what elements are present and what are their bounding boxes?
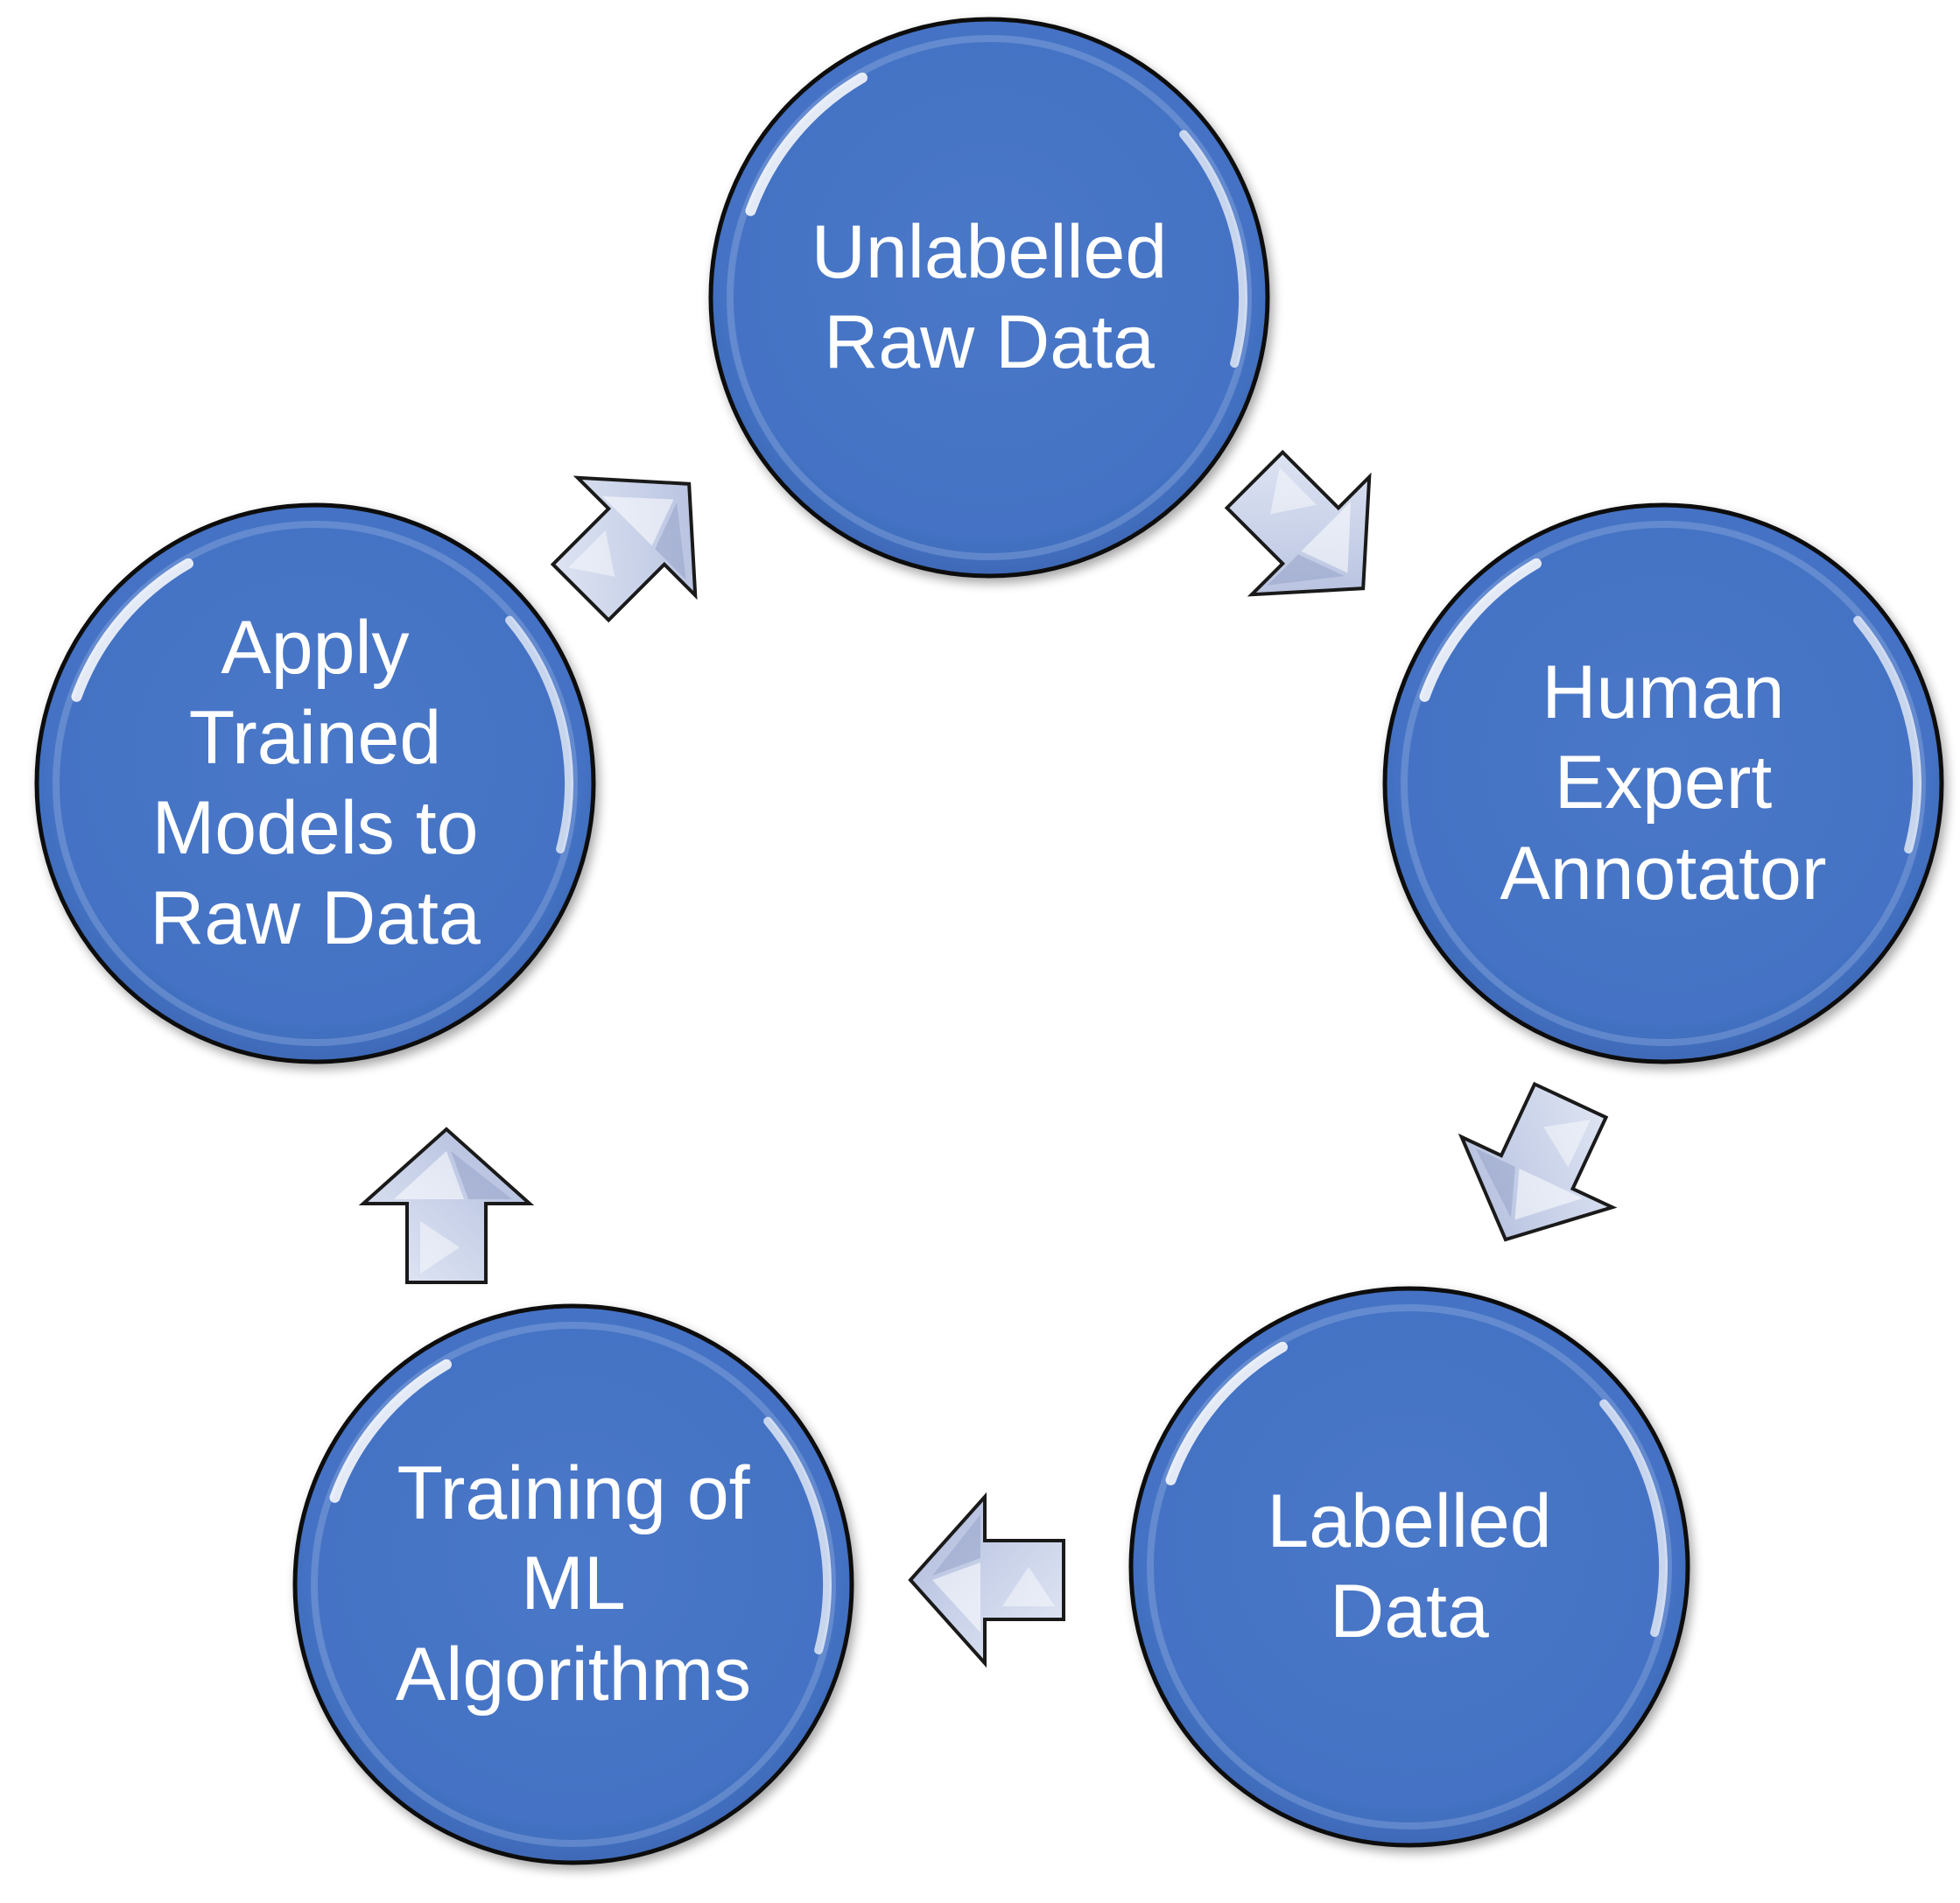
arrow-bevel-shadow	[451, 1151, 512, 1199]
node-circle	[292, 1303, 854, 1865]
node-apply-trained-models	[34, 502, 596, 1064]
arrow-up-right-icon	[550, 475, 698, 623]
node-shine	[1853, 615, 1921, 854]
arrow-labelled-to-training	[908, 1492, 1065, 1668]
arrow-down-right-icon	[1224, 449, 1372, 597]
arrow-up-icon	[358, 1127, 535, 1284]
node-human-expert-annotator	[1382, 502, 1944, 1064]
node-rim-highlight	[311, 1322, 836, 1847]
node-circle	[1382, 502, 1944, 1064]
arrow-bevel-shadow	[932, 1514, 980, 1576]
arrow-bevel-highlight	[1514, 1169, 1584, 1220]
arrow-unlabelled-to-annotator	[1224, 449, 1372, 597]
arrow-bevel-highlight	[420, 1221, 460, 1274]
node-shine	[1179, 130, 1247, 369]
node-training-of-ml-algorithms	[292, 1303, 854, 1865]
node-shine	[505, 615, 573, 854]
arrow-bevel-highlight	[1002, 1567, 1055, 1606]
arrow-bevel-highlight	[602, 495, 674, 546]
node-rim-highlight	[53, 521, 578, 1046]
arrow-training-to-apply	[358, 1127, 535, 1284]
arrow-bevel-highlight	[1301, 502, 1352, 573]
arrow-bevel-shadow	[1475, 1148, 1516, 1218]
node-shine	[1419, 558, 1542, 702]
arrow-left-icon	[908, 1492, 1065, 1668]
node-shine	[745, 72, 868, 216]
node-circle	[708, 17, 1270, 579]
node-circle	[1128, 1286, 1690, 1848]
arrow-bevel-shadow	[655, 502, 686, 580]
arrow-bevel-highlight	[932, 1562, 980, 1633]
node-unlabelled-raw-data	[708, 17, 1270, 579]
node-rim-highlight	[1401, 521, 1926, 1046]
arrow-annotator-to-labelled	[1458, 1081, 1618, 1242]
arrow-down-left-icon	[1458, 1081, 1618, 1242]
node-shine	[763, 1416, 832, 1655]
arrow-bevel-highlight	[1543, 1120, 1591, 1168]
node-shine	[1165, 1341, 1288, 1485]
node-circle	[34, 502, 596, 1064]
node-shine	[329, 1359, 452, 1503]
node-shine	[71, 558, 193, 702]
node-labelled-data	[1128, 1286, 1690, 1848]
arrow-apply-to-unlabelled	[550, 475, 698, 623]
arrow-bevel-highlight	[568, 530, 615, 577]
node-rim-highlight	[727, 35, 1252, 560]
arrow-bevel-highlight	[1270, 467, 1317, 515]
arrow-bevel-shadow	[1267, 554, 1345, 586]
node-shine	[1599, 1399, 1668, 1638]
node-rim-highlight	[1147, 1304, 1672, 1829]
arrow-bevel-highlight	[394, 1151, 464, 1199]
